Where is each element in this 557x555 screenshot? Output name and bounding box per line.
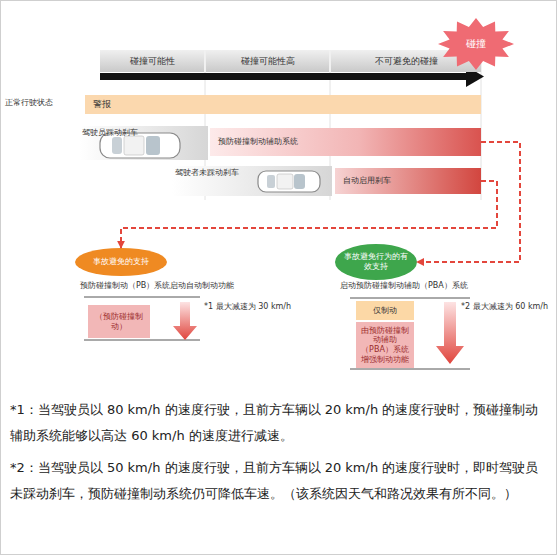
annotation-label: 启动预防碰撞制动辅助（PBA）系统 <box>340 281 550 291</box>
stage-band: （预防碰撞制动） <box>88 305 150 338</box>
node-text: 事故避免行为的有效支持 <box>343 252 409 271</box>
annotation-label: 正常行驶状态 <box>5 98 85 108</box>
node-text: 碰撞 <box>466 38 486 50</box>
baseline <box>350 298 470 299</box>
stage-band: 仅制动 <box>356 301 414 320</box>
footnote: *1：当驾驶员以 80 km/h 的速度行驶，且前方车辆以 20 km/h 的速… <box>10 397 547 449</box>
car-roof <box>277 174 293 189</box>
annotation-label: 预防碰撞制动（PB）系统启动自动制动功能 <box>80 281 320 291</box>
row-band <box>172 166 332 196</box>
stage-band: 碰撞可能性 <box>100 50 204 72</box>
node-text: 警报 <box>93 99 111 110</box>
stage-band: 警报 <box>85 95 481 114</box>
baseline <box>84 297 200 298</box>
stage-band: 预防碰撞制动辅助系统 <box>210 128 481 156</box>
baseline <box>84 340 200 341</box>
car-illustration <box>258 171 320 192</box>
stage-band: 由预防碰撞制动辅助（PBA）系统增强制动功能 <box>356 322 414 368</box>
support-oval: 事故避免的支持 <box>75 248 167 276</box>
annotation-label: 驾驶者未踩动刹车 <box>175 168 275 178</box>
car-rear-window <box>267 175 275 188</box>
car-windshield <box>294 174 305 189</box>
support-oval: 事故避免行为的有效支持 <box>335 244 417 280</box>
starburst-outline <box>438 18 514 70</box>
car-body <box>258 171 320 192</box>
stage-band: 自动启用刹车 <box>335 168 481 194</box>
car-windshield <box>146 136 160 155</box>
footnote: *2：当驾驶员以 50 km/h 的速度行驶，且前方车辆以 20 km/h 的速… <box>10 455 547 507</box>
annotation-label: 驾驶员踩动刹车 <box>82 128 172 138</box>
node-text: 不可避免的碰撞 <box>375 56 438 67</box>
dashed-connector <box>417 142 520 262</box>
node-text: 碰撞可能性 <box>130 56 175 67</box>
stage-band: 碰撞可能性高 <box>206 50 329 72</box>
node-text: 自动启用刹车 <box>343 176 391 186</box>
node-text: 仅制动 <box>373 306 397 316</box>
node-text: 事故避免的支持 <box>93 257 149 267</box>
row-band <box>80 126 208 160</box>
node-text: 由预防碰撞制动辅助（PBA）系统增强制动功能 <box>358 326 412 364</box>
node-text: 碰撞可能性高 <box>241 56 295 67</box>
deceleration-arrow <box>173 302 197 340</box>
timeline-arrow-bar <box>100 73 470 80</box>
annotation-label: *1 最大减速为 30 km/h <box>204 302 314 312</box>
annotation-label: *2 最大减速为 60 km/h <box>461 302 557 312</box>
car-roof <box>124 136 144 155</box>
dashed-connector <box>121 181 497 248</box>
baseline <box>350 369 470 370</box>
node-text: （预防碰撞制动） <box>90 312 148 331</box>
deceleration-arrow <box>436 302 464 364</box>
node-text: 预防碰撞制动辅助系统 <box>218 137 298 147</box>
collision-starburst: 碰撞 <box>438 18 514 70</box>
car-rear-window <box>112 137 122 154</box>
